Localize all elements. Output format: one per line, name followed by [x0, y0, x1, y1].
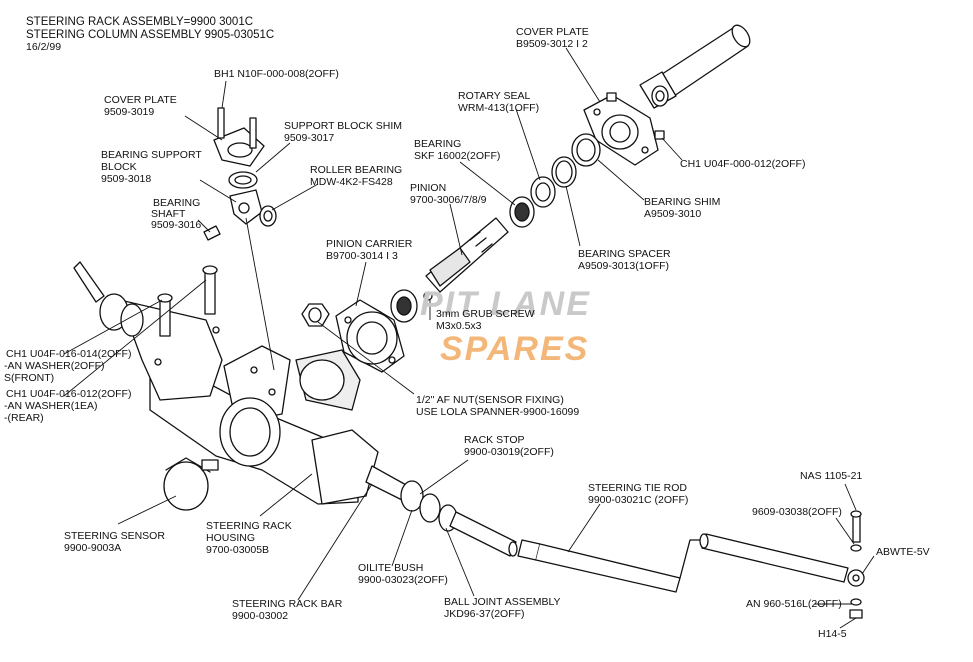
rack-bar-right-end	[365, 465, 518, 557]
label-rear-fixings-2: -AN WASHER(1ea)	[4, 400, 98, 412]
label-bearing-shaft: BEARING	[153, 197, 201, 209]
pinion-carrier	[335, 299, 405, 373]
rod-end-assembly	[847, 510, 865, 619]
leader-lines	[63, 47, 875, 629]
label-steering-sensor: STEERING SENSOR	[64, 530, 165, 542]
label-ball-joint-pn: JKD96-37(2off)	[444, 608, 525, 620]
label-steering-tie-rod-pn: 9900-03021C (2off)	[588, 494, 689, 506]
steering-tie-rod	[517, 533, 849, 593]
header-date: 16/2/99	[26, 41, 62, 53]
rotary-seal	[530, 176, 556, 208]
label-ball-joint: BALL JOINT ASSEMBLY	[444, 596, 561, 608]
label-oilite-bush-pn: 9900-03023(2off)	[358, 574, 448, 586]
header-rack-assembly: STEERING RACK ASSEMBLY=9900 3001C	[26, 16, 254, 28]
support-block-shim	[228, 171, 258, 189]
label-rack-bar-pn: 9900-03002	[232, 610, 289, 622]
af-nut	[301, 303, 330, 327]
label-grub-screw: 3mm GRUB SCREW	[436, 308, 535, 320]
label-bh1-cover-screw: BH1 N10F-000-008(2off)	[214, 68, 339, 80]
label-bearing-skf-pn: SKF 16002(2off)	[414, 150, 501, 162]
label-bearing-spacer: BEARING SPACER	[578, 248, 671, 260]
label-rotary-seal: ROTARY SEAL	[458, 90, 531, 102]
steering-sensor-body	[163, 457, 219, 511]
label-front-fixings: CH1 U04F-016-014(2off)	[6, 348, 132, 360]
label-bearing-shaft-pn: 9509-3016	[151, 219, 202, 231]
cover-plate-left	[213, 107, 265, 167]
label-front-fixings-2: -AN WASHER(2off)	[4, 360, 105, 372]
bearing-shim	[571, 133, 601, 167]
label-pinion-pn: 9700-3006/7/8/9	[410, 194, 487, 206]
label-rotary-seal-pn: WRM-413(1off)	[458, 102, 540, 114]
steering-column-shaft	[639, 24, 751, 109]
label-cover-plate-right: COVER PLATE	[516, 26, 589, 38]
label-support-block-shim-pn: 9509-3017	[284, 132, 335, 144]
label-rack-housing: STEERING RACK	[206, 520, 292, 532]
label-roller-bearing-pn: MDW-4K2-FS428	[310, 176, 393, 188]
label-pinion-carrier-pn: B9700-3014 I 3	[326, 250, 398, 262]
label-rack-bar: STEERING RACK BAR	[232, 598, 343, 610]
label-cover-plate-left: COVER PLATE	[104, 94, 177, 106]
cover-screw-right	[606, 92, 665, 140]
label-support-block-shim: SUPPORT BLOCK SHIM	[284, 120, 403, 132]
header-column-assembly: STEERING COLUMN ASSEMBLY 9905-03051C	[26, 29, 275, 41]
label-steering-sensor-pn: 9900-9003A	[64, 542, 122, 554]
label-bearing-shim: BEARING SHIM	[644, 196, 721, 208]
label-bearing-shaft-2: SHAFT	[151, 208, 186, 220]
label-rack-stop-pn: 9900-03019(2off)	[464, 446, 554, 458]
label-abwte-rod-end: ABWTE-5V	[876, 546, 930, 558]
watermark-line-2: SPARES	[440, 330, 590, 368]
label-rack-housing-2: HOUSING	[206, 532, 256, 544]
label-washer-9609: 9609-03038(2off)	[752, 506, 842, 518]
rack-bar-left-end	[73, 261, 144, 337]
label-oilite-bush: OILITE BUSH	[358, 562, 424, 574]
roller-bearing	[259, 205, 277, 227]
label-af-nut-2: USE LOLA SPANNER-9900-16099	[416, 406, 580, 418]
label-h14-nut: H14-5	[818, 628, 847, 640]
bearing-skf-upper	[509, 196, 535, 228]
bearing-skf-lower	[390, 289, 418, 323]
label-rack-housing-pn: 9700-03005B	[206, 544, 270, 556]
label-bearing-support-block-pn: 9509-3018	[101, 173, 152, 185]
label-an960-washer: AN 960-516L(2off)	[746, 598, 842, 610]
label-roller-bearing: ROLLER BEARING	[310, 164, 403, 176]
label-rear-fixings: CH1 U04f-016-012(2off)	[6, 388, 132, 400]
pinion-shaft	[423, 217, 509, 301]
label-bearing-skf: BEARING	[414, 138, 462, 150]
label-pinion: PINION	[410, 182, 447, 194]
label-front-fixings-3: s(FRONT)	[4, 372, 55, 384]
label-rack-stop: RACK STOP	[464, 434, 525, 446]
label-nas-bolt: NAS 1105-21	[800, 470, 863, 482]
bearing-shaft	[203, 225, 221, 241]
steering-rack-housing	[119, 299, 379, 505]
bearing-spacer	[551, 156, 577, 188]
label-cover-plate-right-pn: B9509-3012 I 2	[516, 38, 588, 50]
watermark-line-1: PIT LANE	[420, 285, 591, 323]
label-bearing-support-block-2: BLOCK	[101, 161, 137, 173]
label-ch1-screw-right: CH1 U04F-000-012(2off)	[680, 158, 806, 170]
bearing-support-block	[229, 189, 263, 225]
label-grub-screw-pn: M3x0.5x3	[436, 320, 482, 332]
label-bearing-support-block: BEARING SUPPORT	[101, 149, 202, 161]
label-af-nut: 1/2" AF NUT(SENSOR FIXING)	[416, 394, 564, 406]
label-rear-fixings-3: -(REAR)	[4, 412, 44, 424]
label-pinion-carrier: PINION CARRIER	[326, 238, 413, 250]
label-steering-tie-rod: STEERING TIE ROD	[588, 482, 687, 494]
label-bearing-spacer-pn: A9509-3013(1off)	[578, 260, 670, 272]
label-bearing-shim-pn: A9509-3010	[644, 208, 702, 220]
label-cover-plate-left-pn: 9509-3019	[104, 106, 155, 118]
